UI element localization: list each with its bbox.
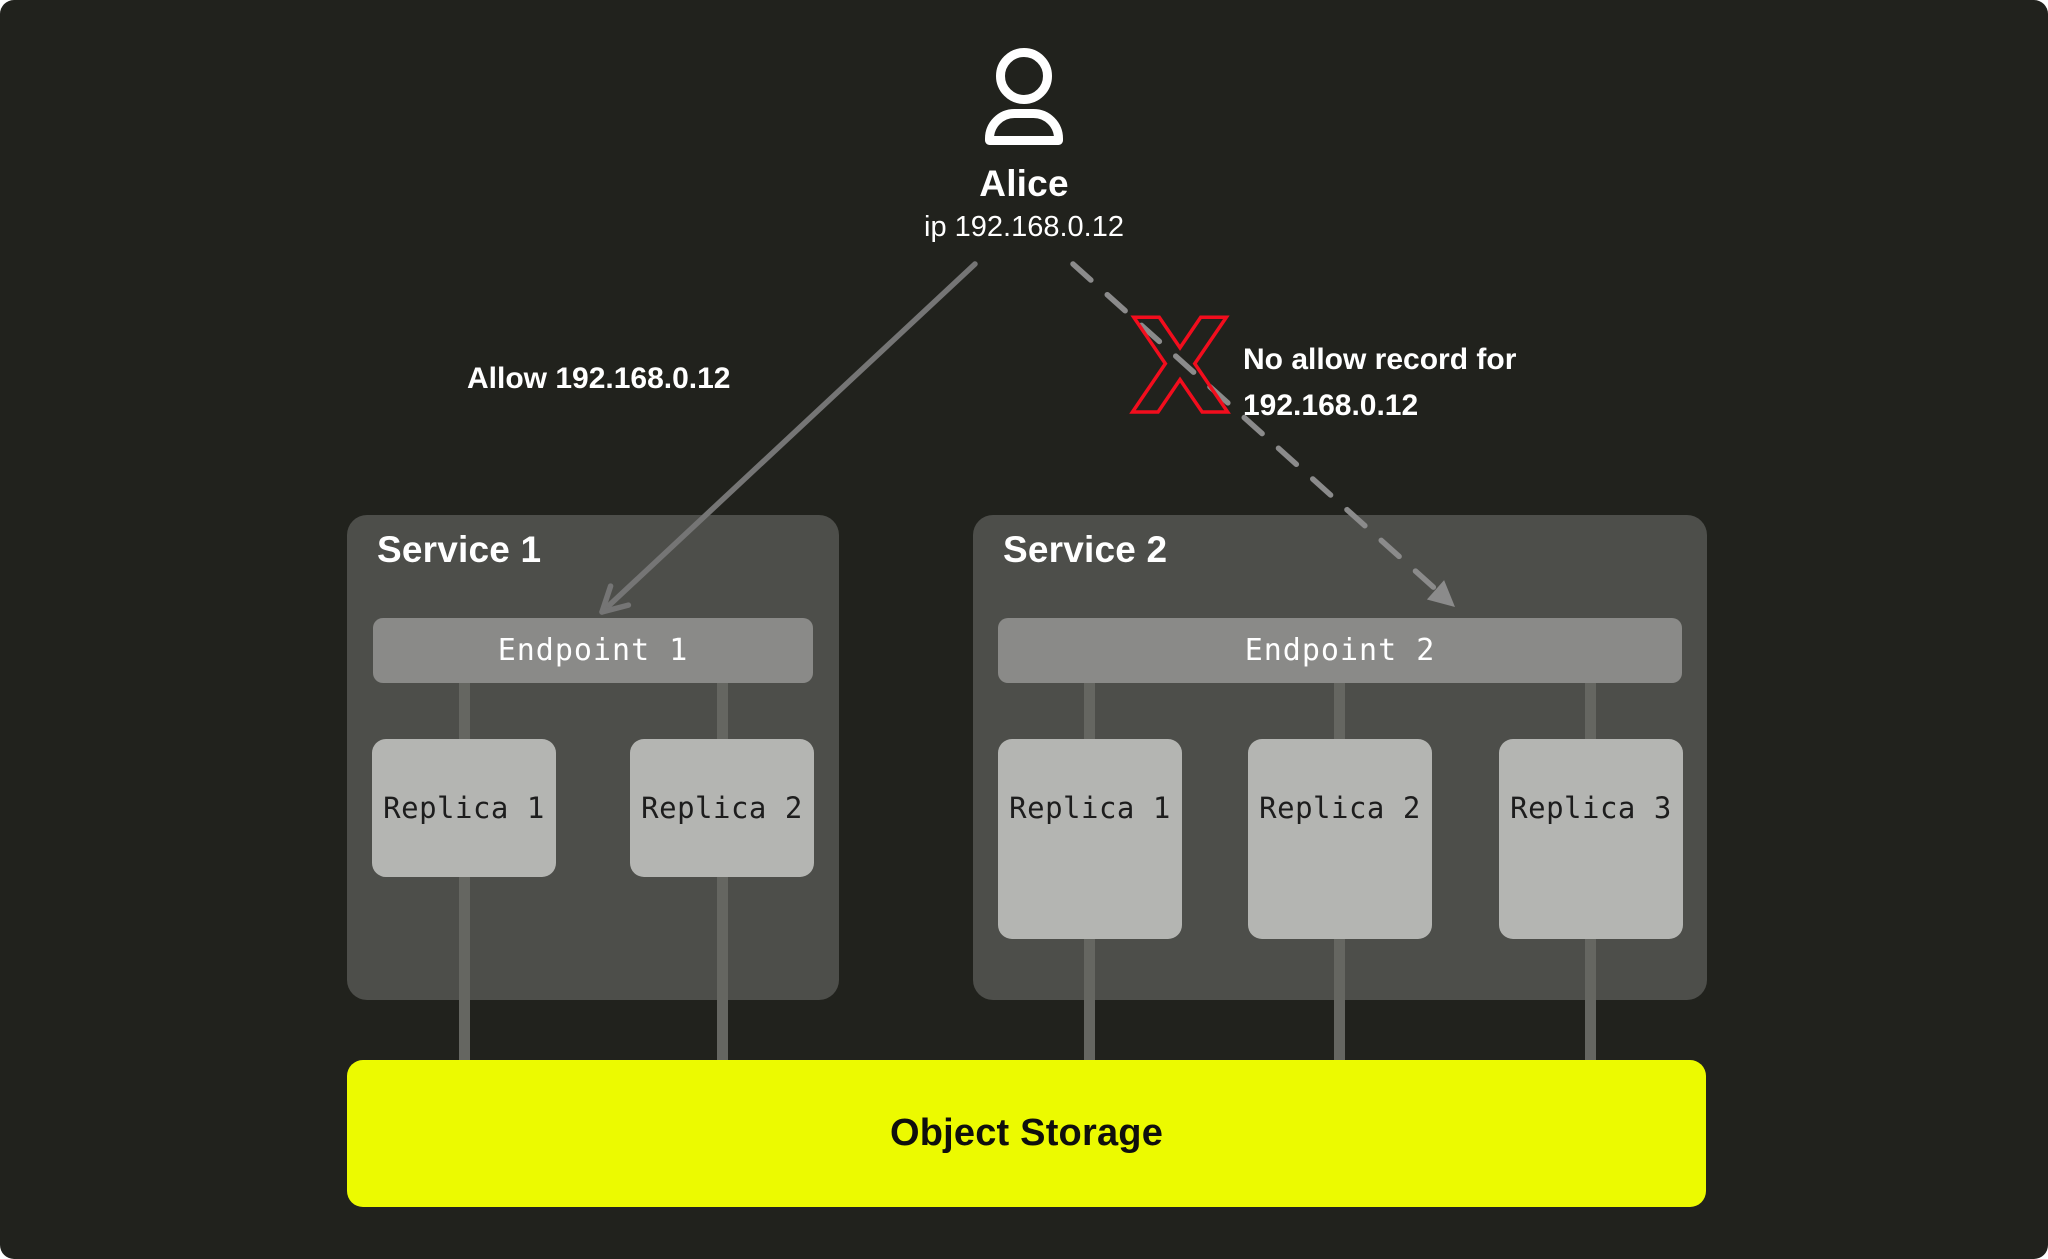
object-storage-box: Object Storage xyxy=(347,1060,1706,1207)
service-2-title: Service 2 xyxy=(1003,529,1168,570)
service-1-replica-2: Replica 2 xyxy=(630,739,814,877)
service-2-box: Endpoint 2 Replica 1 Replica 2 Replica 3 xyxy=(973,515,1707,1060)
service-1-title: Service 1 xyxy=(377,529,542,570)
user-name: Alice xyxy=(979,163,1069,204)
user-ip: ip 192.168.0.12 xyxy=(924,211,1124,243)
svg-text:X: X xyxy=(1130,312,1230,424)
service-2-replica-2: Replica 2 xyxy=(1248,739,1432,939)
deny-rule-line2: 192.168.0.12 xyxy=(1243,389,1419,422)
allow-rule-label: Allow 192.168.0.12 xyxy=(467,362,731,395)
service-2-replica-3: Replica 3 xyxy=(1499,739,1683,939)
service-2-endpoint: Endpoint 2 xyxy=(998,618,1682,683)
denied-x-icon: X xyxy=(1128,312,1232,424)
service-2-replica-1: Replica 1 xyxy=(998,739,1182,939)
deny-rule-line1: No allow record for xyxy=(1243,343,1517,376)
service-1-endpoint: Endpoint 1 xyxy=(373,618,813,683)
person-icon xyxy=(985,48,1063,145)
deny-rule-label: No allow record for 192.168.0.12 xyxy=(1243,337,1516,429)
object-storage-label: Object Storage xyxy=(889,1112,1164,1154)
service-1-replica-1: Replica 1 xyxy=(372,739,556,877)
service-1-box: Endpoint 1 Replica 1 Replica 2 xyxy=(347,515,839,1060)
